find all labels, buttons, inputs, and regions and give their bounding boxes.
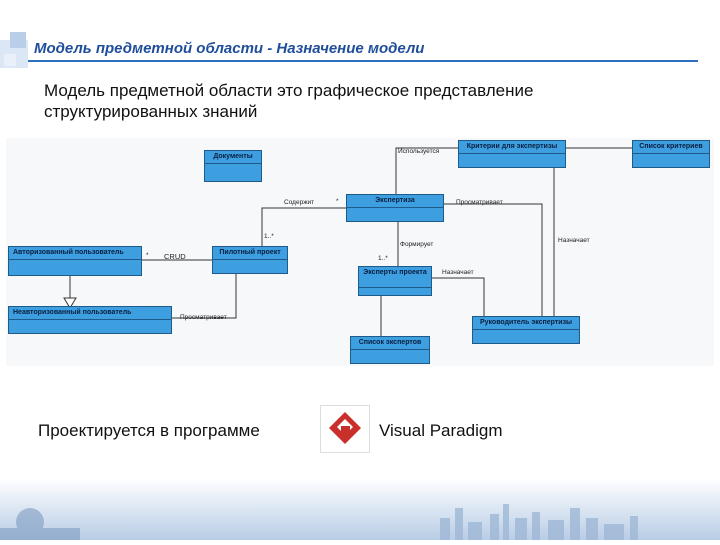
connector-uses [395,147,458,196]
title-underline [28,60,698,62]
software-name: Visual Paradigm [379,421,503,440]
class-criteria-list: Список критериев [632,140,710,168]
label-multiplicity: * [336,198,339,205]
label-uses: Используется [398,148,440,155]
designed-in-text: Проектируется в программе [38,421,260,440]
label-crud: CRUD [164,252,186,261]
class-documents: Документы [204,150,262,182]
connector-contains [261,207,346,246]
label-forms: Формирует [400,241,434,248]
class-project-experts: Эксперты проекта [358,266,432,296]
label-views-unauth: Просматривает [180,314,227,321]
connector-views-unauth [172,274,237,319]
label-multiplicity: 1..* [378,255,388,262]
class-experts-list: Список экспертов [350,336,430,364]
label-assigns-criteria: Назначает [558,237,590,244]
label-contains: Содержит [284,199,315,206]
uml-diagram: Документы Экспертиза Критерии для экспер… [6,138,714,366]
diagram-connectors [63,147,632,336]
label-multiplicity: * [146,252,149,259]
corner-decoration [4,54,16,66]
slide-title: Модель предметной области - Назначение м… [34,40,425,57]
footer-banner [0,478,720,540]
class-unauth-user: Неавторизованный пользователь [8,306,172,334]
generalization-arrowhead [63,297,77,309]
slide-subtitle: Модель предметной области это графическо… [44,81,534,121]
corner-decoration [10,32,26,48]
connector-assigns-experts [431,277,485,316]
label-assigns-experts: Назначает [442,269,474,276]
label-views: Просматривает [456,199,503,206]
label-multiplicity: 1..* [264,233,274,240]
class-pilot-project: Пилотный проект [212,246,288,274]
connector-views [444,203,543,316]
class-expertise: Экспертиза [346,194,444,222]
visual-paradigm-logo [320,405,370,453]
class-auth-user: Авторизованный пользователь [8,246,142,276]
class-expertise-head: Руководитель экспертизы [472,316,580,344]
class-criteria: Критерии для экспертизы [458,140,566,168]
